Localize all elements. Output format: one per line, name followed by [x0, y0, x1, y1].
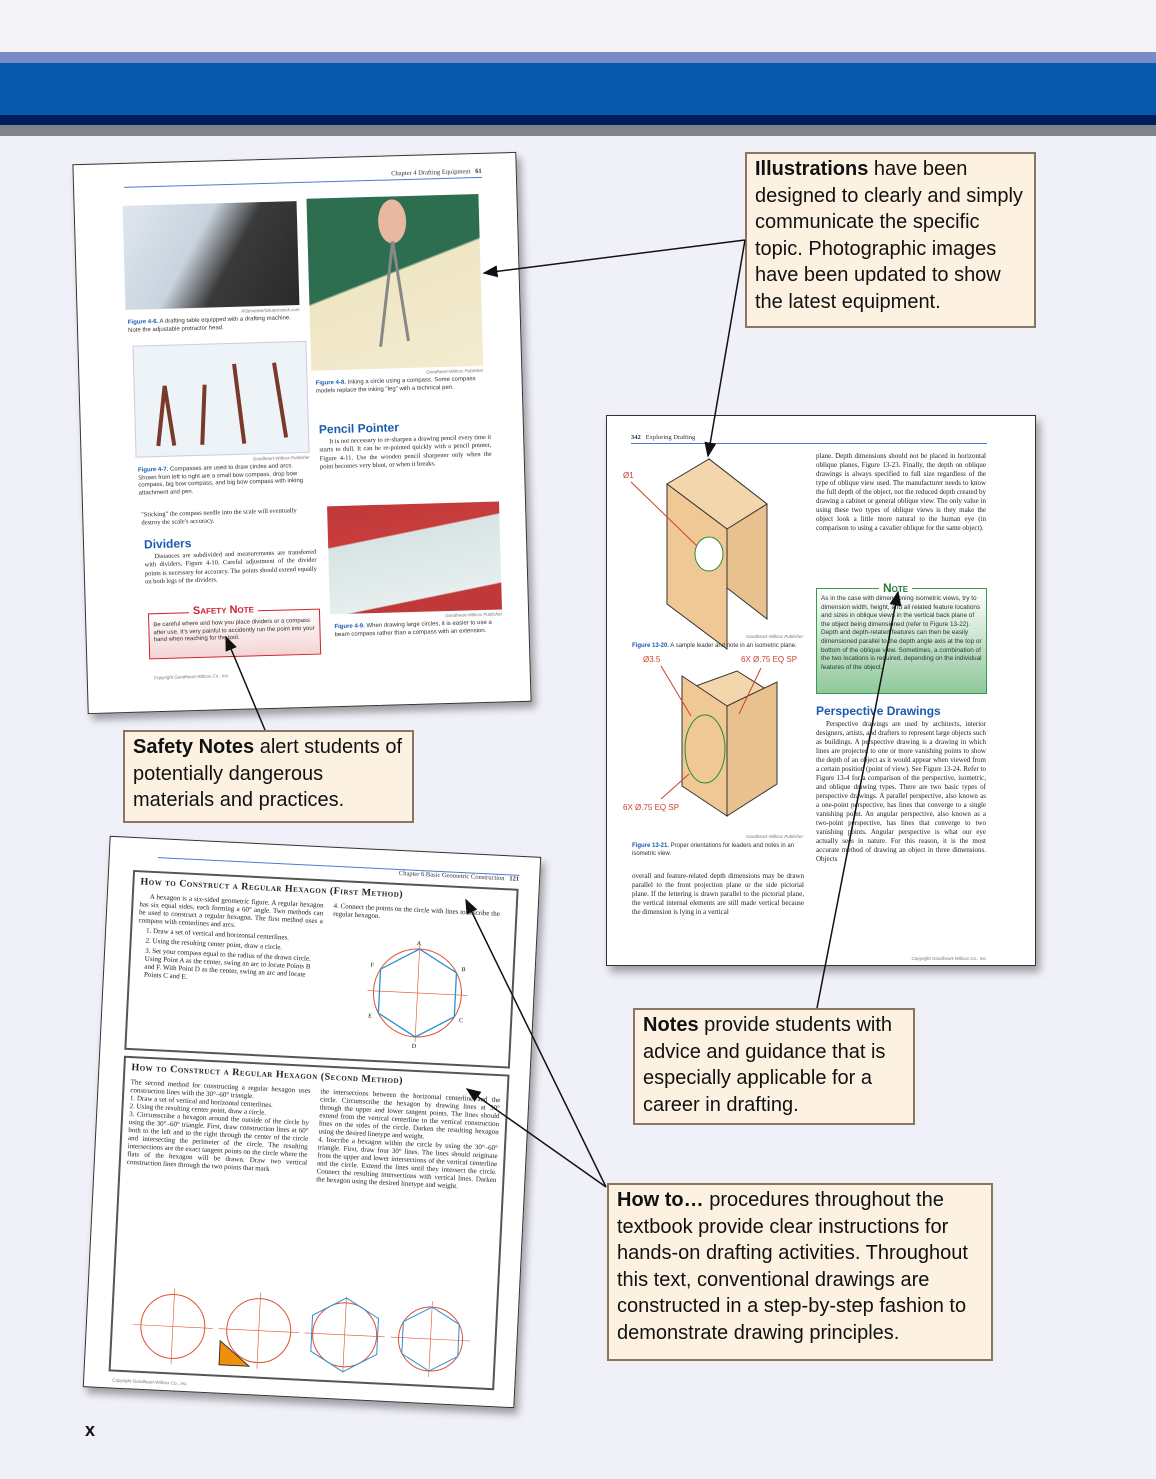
dim-label-3: 6X Ø.75 EQ SP: [741, 655, 797, 664]
callout-text: alert students of potentially dangerous …: [133, 736, 403, 811]
box2-right-text: the intersections between the horizontal…: [316, 1087, 501, 1191]
note-box: Note As in the case with dimensioning is…: [816, 581, 987, 694]
callout-text: provide students with advice and guidanc…: [643, 1014, 893, 1116]
sample-page-121: Chapter 6 Basic Geometric Construction 1…: [82, 835, 542, 1409]
point-d: D: [412, 1044, 417, 1050]
page-number: 61: [475, 167, 482, 176]
page-number: 342: [631, 434, 641, 441]
sample-page-342: 342 Exploring Drafting Ø1 Ø3.5 6X Ø.75 E…: [606, 415, 1036, 966]
header-band-dark: [0, 115, 1156, 125]
copyright: Copyright Goodheart-Willcox Co., Inc.: [911, 956, 988, 961]
compasses-illustration: [156, 362, 289, 447]
howto-box-first-method: How to Construct a Regular Hexagon (Firs…: [124, 869, 519, 1069]
body-text-right: plane. Depth dimensions should not be pl…: [816, 452, 986, 532]
callout-illustrations: Illustrations have been designed to clea…: [745, 152, 1036, 328]
hexagon-first-method-diagram: A B C D E F: [367, 941, 468, 1050]
dim-label-4: 6X Ø.75 EQ SP: [623, 803, 679, 812]
callout-text: have been designed to clearly and simply…: [755, 158, 1023, 313]
fig46-label: Figure 4-6.: [127, 318, 159, 326]
dividers-heading: Dividers: [143, 536, 192, 552]
page-number: 121: [509, 875, 520, 883]
running-head-text: Chapter 6 Basic Geometric Construction: [398, 869, 505, 883]
callout-notes: Notes provide students with advice and g…: [633, 1008, 915, 1125]
isometric-figures: Ø1 Ø3.5 6X Ø.75 EQ SP 6X Ø.75 EQ SP: [623, 457, 797, 817]
dividers-text: Distances are subdivided and measurement…: [144, 548, 317, 586]
arrow-to-photo: [482, 239, 746, 278]
photo-inking-compass: [306, 193, 484, 371]
header-band-gray: [0, 125, 1156, 136]
photo-beam-compass: [327, 501, 503, 615]
box1-step-4: 4. Connect the points on the circle with…: [333, 901, 501, 921]
callout-lead: How to…: [617, 1189, 704, 1211]
body-text-left: overall and feature-related depth dimens…: [632, 872, 804, 916]
perspective-text: Perspective drawings are used by archite…: [816, 720, 986, 863]
point-f: F: [371, 963, 375, 969]
compass-illustration: [378, 199, 410, 347]
howto-box-second-method: How to Construct a Regular Hexagon (Seco…: [108, 1055, 510, 1391]
point-b: B: [461, 967, 465, 973]
point-e: E: [368, 1014, 372, 1020]
point-c: C: [459, 1018, 463, 1024]
callout-safety-notes: Safety Notes alert students of potential…: [123, 730, 414, 823]
fig1321-label: Figure 13-21.: [632, 843, 670, 849]
note-text: As in the case with dimensioning isometr…: [821, 595, 982, 671]
perspective-heading: Perspective Drawings: [816, 704, 941, 718]
header-band-top: [0, 0, 1156, 52]
fig49-label: Figure 4-9.: [334, 623, 365, 631]
box1-left: A hexagon is a six-sided geometric figur…: [136, 892, 323, 987]
photo-compasses: [132, 340, 310, 458]
safety-note-box: Safety Note Be careful where and how you…: [147, 603, 322, 660]
fig48-caption: Figure 4-8. Inking a circle using a comp…: [316, 376, 484, 396]
running-head-text: Exploring Drafting: [645, 434, 696, 441]
note-title: Note: [879, 581, 913, 595]
fig46-caption: Figure 4-6. A drafting table equipped wi…: [128, 315, 298, 335]
box2-left-text: The second method for constructing a reg…: [126, 1078, 311, 1173]
pencil-pointer-heading: Pencil Pointer: [318, 420, 400, 437]
running-head: Chapter 4 Drafting Equipment 61: [123, 167, 482, 188]
callout-lead: Illustrations: [755, 158, 869, 180]
callout-how-to: How to… procedures throughout the textbo…: [607, 1183, 993, 1361]
fig1321-caption: Figure 13-21. Proper orientations for le…: [632, 843, 804, 858]
fig47-label: Figure 4-7.: [137, 466, 169, 474]
running-head-text: Chapter 4 Drafting Equipment: [391, 168, 471, 178]
callout-text: procedures throughout the textbook provi…: [617, 1189, 968, 1344]
copyright: Copyright Goodheart-Willcox Co., Inc.: [153, 673, 230, 681]
fig49-caption: Figure 4-9. When drawing large circles, …: [334, 619, 502, 639]
sticking-text: "Sticking" the compass needle into the s…: [141, 507, 297, 527]
dim-label-2: Ø3.5: [643, 655, 661, 664]
fig1320-caption: Figure 13-20. A sample leader and note i…: [632, 643, 804, 651]
fig1320-text: A sample leader and note in an isometric…: [669, 643, 797, 649]
fig48-label: Figure 4-8.: [315, 379, 347, 387]
page-marker: x: [85, 1420, 96, 1440]
fig1321-credit: Goodheart-Willcox Publisher: [746, 834, 803, 839]
copyright: Copyright Goodheart-Willcox Co., Inc.: [112, 1377, 188, 1387]
fig1320-credit: Goodheart-Willcox Publisher: [746, 634, 803, 639]
callout-lead: Safety Notes: [133, 736, 255, 758]
safety-note-title: Safety Note: [188, 603, 259, 618]
photo-drafting-table: [122, 201, 300, 310]
sample-page-61: Chapter 4 Drafting Equipment 61 RGtimeli…: [72, 151, 532, 715]
pencil-pointer-text: It is not necessary to re-sharpen a draw…: [319, 433, 492, 471]
box1-step-3: 3. Set your compass equal to the radius …: [143, 946, 311, 981]
triangle-icon: [218, 1339, 251, 1367]
fig1320-label: Figure 13-20.: [632, 643, 670, 649]
dim-label-1: Ø1: [623, 471, 634, 480]
point-a: A: [417, 941, 422, 947]
running-head: 342 Exploring Drafting: [631, 434, 987, 444]
fig1321-text: Proper orientations for leaders and note…: [632, 843, 795, 857]
header-band-light: [0, 52, 1156, 63]
hexagon-second-method-steps: [132, 1288, 471, 1378]
header-band-main: [0, 63, 1156, 115]
callout-lead: Notes: [643, 1014, 699, 1036]
fig47-caption: Figure 4-7. Compasses are used to draw c…: [138, 463, 311, 498]
